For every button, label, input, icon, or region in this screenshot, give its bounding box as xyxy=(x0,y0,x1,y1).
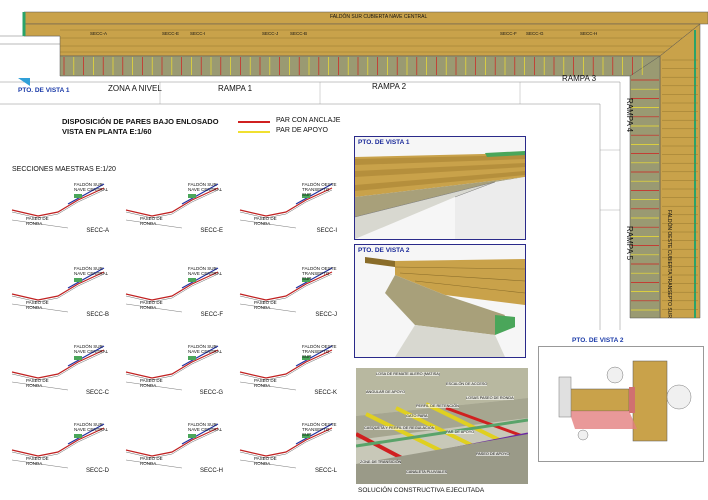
cut-mark: SECC-B xyxy=(290,31,308,36)
cut-mark: SECC-I xyxy=(190,31,206,36)
section-label-paseo: PASEO DE RONDA xyxy=(140,300,163,310)
section-secc-c: PASEO DE RONDA FALDÓN SUR NAVE CENTRAL SEC… xyxy=(8,338,113,400)
solution-label: PAR DE APOYO xyxy=(446,430,475,434)
view-1-render xyxy=(355,137,525,239)
solution-title: SOLUCIÓN CONSTRUCTIVA EJECUTADA xyxy=(358,487,485,494)
solution-label: PASEO DE APOYO xyxy=(476,452,510,456)
section-code: SECC-E xyxy=(200,228,223,234)
legend-yellow-line xyxy=(238,131,270,133)
section-label-faldon: FALDÓN SUR NAVE CENTRAL xyxy=(188,266,223,276)
zone-label: RAMPA 5 xyxy=(625,226,634,261)
section-secc-l: PASEO DE RONDA FALDÓN OESTE TRANSEPTO SUR… xyxy=(236,416,341,478)
legend-title-1: DISPOSICIÓN DE PARES BAJO ENLOSADO xyxy=(62,117,219,126)
section-secc-a: PASEO DE RONDA FALDÓN SUR NAVE CENTRAL SEC… xyxy=(8,176,113,238)
solution-label: PERFIL DE RETENCIÓN xyxy=(416,404,459,408)
cut-mark: SECC-F xyxy=(500,31,517,36)
section-label-faldon: FALDÓN SUR NAVE CENTRAL xyxy=(188,422,223,432)
cut-mark: SECC-J xyxy=(262,31,279,36)
section-code: SECC-J xyxy=(315,312,337,318)
zone-label: RAMPA 1 xyxy=(218,84,253,93)
zone-label: ZONA A NIVEL xyxy=(108,84,162,93)
solution-label: LOSAS PASEO DE RONDA xyxy=(466,396,514,400)
roof-top-label: FALDÓN SUR CUBIERTA NAVE CENTRAL xyxy=(330,14,428,20)
zone-label: RAMPA 3 xyxy=(562,74,597,83)
section-label-faldon: FALDÓN OESTE TRANSEPTO SUR xyxy=(302,344,337,359)
plan-view: FALDÓN SUR CUBIERTA NAVE CENTRAL FALDÓN … xyxy=(0,11,708,344)
section-label-paseo: PASEO DE RONDA xyxy=(254,300,277,310)
legend-item-2: PAR DE APOYO xyxy=(276,127,328,134)
section-label-paseo: PASEO DE RONDA xyxy=(26,378,49,388)
view-1-panel: PTO. DE VISTA 1 xyxy=(354,136,526,240)
section-secc-h: PASEO DE RONDA FALDÓN SUR NAVE CENTRAL SEC… xyxy=(122,416,227,478)
section-label-paseo: PASEO DE RONDA xyxy=(26,216,49,226)
cut-mark: SECC-H xyxy=(580,31,598,36)
section-label-faldon: FALDÓN SUR NAVE CENTRAL xyxy=(188,344,223,354)
section-code: SECC-H xyxy=(199,468,223,474)
section-code: SECC-I xyxy=(316,228,337,234)
section-secc-g: PASEO DE RONDA FALDÓN SUR NAVE CENTRAL SEC… xyxy=(122,338,227,400)
solution-panel: LOSA DE REMATE ALERO (MATISA) ESCALÓN DE … xyxy=(356,368,528,484)
section-secc-b: PASEO DE RONDA FALDÓN SUR NAVE CENTRAL SEC… xyxy=(8,260,113,322)
section-label-paseo: PASEO DE RONDA xyxy=(26,456,49,466)
solution-label: CANALETA PLUVIALES xyxy=(406,470,448,474)
section-secc-e: PASEO DE RONDA FALDÓN SUR NAVE CENTRAL SEC… xyxy=(122,176,227,238)
section-code: SECC-D xyxy=(85,468,109,474)
legend-red-line xyxy=(238,121,270,123)
section-secc-k: PASEO DE RONDA FALDÓN OESTE TRANSEPTO SUR… xyxy=(236,338,341,400)
pto-vista-1-marker: PTO. DE VISTA 1 xyxy=(18,87,70,94)
section-code: SECC-K xyxy=(314,390,337,396)
section-label-faldon: FALDÓN SUR NAVE CENTRAL xyxy=(74,422,109,432)
zone-label: RAMPA 4 xyxy=(625,98,634,133)
section-label-faldon: FALDÓN OESTE TRANSEPTO SUR xyxy=(302,422,337,437)
section-label-faldon: FALDÓN SUR NAVE CENTRAL xyxy=(188,182,223,192)
sections-grid: PASEO DE RONDA FALDÓN SUR NAVE CENTRAL SEC… xyxy=(0,172,350,500)
section-label-faldon: FALDÓN OESTE TRANSEPTO SUR xyxy=(302,266,337,281)
solution-label: CASQUETA Y PERFIL DE REGULACIÓN xyxy=(364,426,435,430)
section-label-faldon: FALDÓN SUR NAVE CENTRAL xyxy=(74,266,109,276)
section-label-paseo: PASEO DE RONDA xyxy=(254,378,277,388)
section-label-paseo: PASEO DE RONDA xyxy=(140,378,163,388)
view-2-render xyxy=(355,245,525,357)
zone-label: RAMPA 2 xyxy=(372,82,407,91)
section-label-paseo: PASEO DE RONDA xyxy=(140,216,163,226)
solution-label: ANGULAR DE APOYO xyxy=(366,390,406,394)
section-secc-i: PASEO DE RONDA FALDÓN OESTE TRANSEPTO SUR… xyxy=(236,176,341,238)
legend-title-2: VISTA EN PLANTA E:1/60 xyxy=(62,127,152,136)
cut-mark: SECC-E xyxy=(162,31,180,36)
key-plan-drawing xyxy=(558,360,692,442)
view-2-panel: PTO. DE VISTA 2 xyxy=(354,244,526,358)
pto-vista-2-marker: PTO. DE VISTA 2 xyxy=(572,337,624,344)
key-plan-panel xyxy=(538,346,704,462)
section-label-paseo: PASEO DE RONDA xyxy=(26,300,49,310)
section-code: SECC-F xyxy=(200,312,223,318)
section-label-paseo: PASEO DE RONDA xyxy=(254,216,277,226)
cut-mark: SECC-G xyxy=(526,31,544,36)
section-secc-d: PASEO DE RONDA FALDÓN SUR NAVE CENTRAL SEC… xyxy=(8,416,113,478)
section-code: SECC-G xyxy=(199,390,223,396)
section-code: SECC-L xyxy=(314,468,337,474)
section-code: SECC-B xyxy=(86,312,109,318)
solution-label: LOSA DE REMATE ALERO (MATISA) xyxy=(376,372,440,376)
plan-drawing xyxy=(0,11,708,340)
solution-label: GATO PARA xyxy=(406,414,428,418)
view-1-title: PTO. DE VISTA 1 xyxy=(358,139,410,146)
view-2-title: PTO. DE VISTA 2 xyxy=(358,247,410,254)
section-label-faldon: FALDÓN SUR NAVE CENTRAL xyxy=(74,182,109,192)
vertical-pares xyxy=(631,79,659,311)
section-code: SECC-A xyxy=(86,228,109,234)
section-label-paseo: PASEO DE RONDA xyxy=(140,456,163,466)
section-code: SECC-C xyxy=(85,390,109,396)
section-secc-j: PASEO DE RONDA FALDÓN OESTE TRANSEPTO SUR… xyxy=(236,260,341,322)
cut-mark: SECC-A xyxy=(90,31,108,36)
section-secc-f: PASEO DE RONDA FALDÓN SUR NAVE CENTRAL SEC… xyxy=(122,260,227,322)
solution-label: ZONE DE TRANSICIÓN xyxy=(360,460,402,464)
legend-item-1: PAR CON ANCLAJE xyxy=(276,117,341,124)
section-label-paseo: PASEO DE RONDA xyxy=(254,456,277,466)
section-label-faldon: FALDÓN OESTE TRANSEPTO SUR xyxy=(302,182,337,197)
sections-title: SECCIONES MAESTRAS E:1/20 xyxy=(12,166,116,173)
roof-right-label: FALDÓN OESTE CUBIERTA TRANSEPTO SUR xyxy=(666,210,672,318)
horizontal-pares xyxy=(63,57,643,75)
solution-label: ESCALÓN DE ACCESO xyxy=(446,382,488,386)
section-label-faldon: FALDÓN SUR NAVE CENTRAL xyxy=(74,344,109,354)
